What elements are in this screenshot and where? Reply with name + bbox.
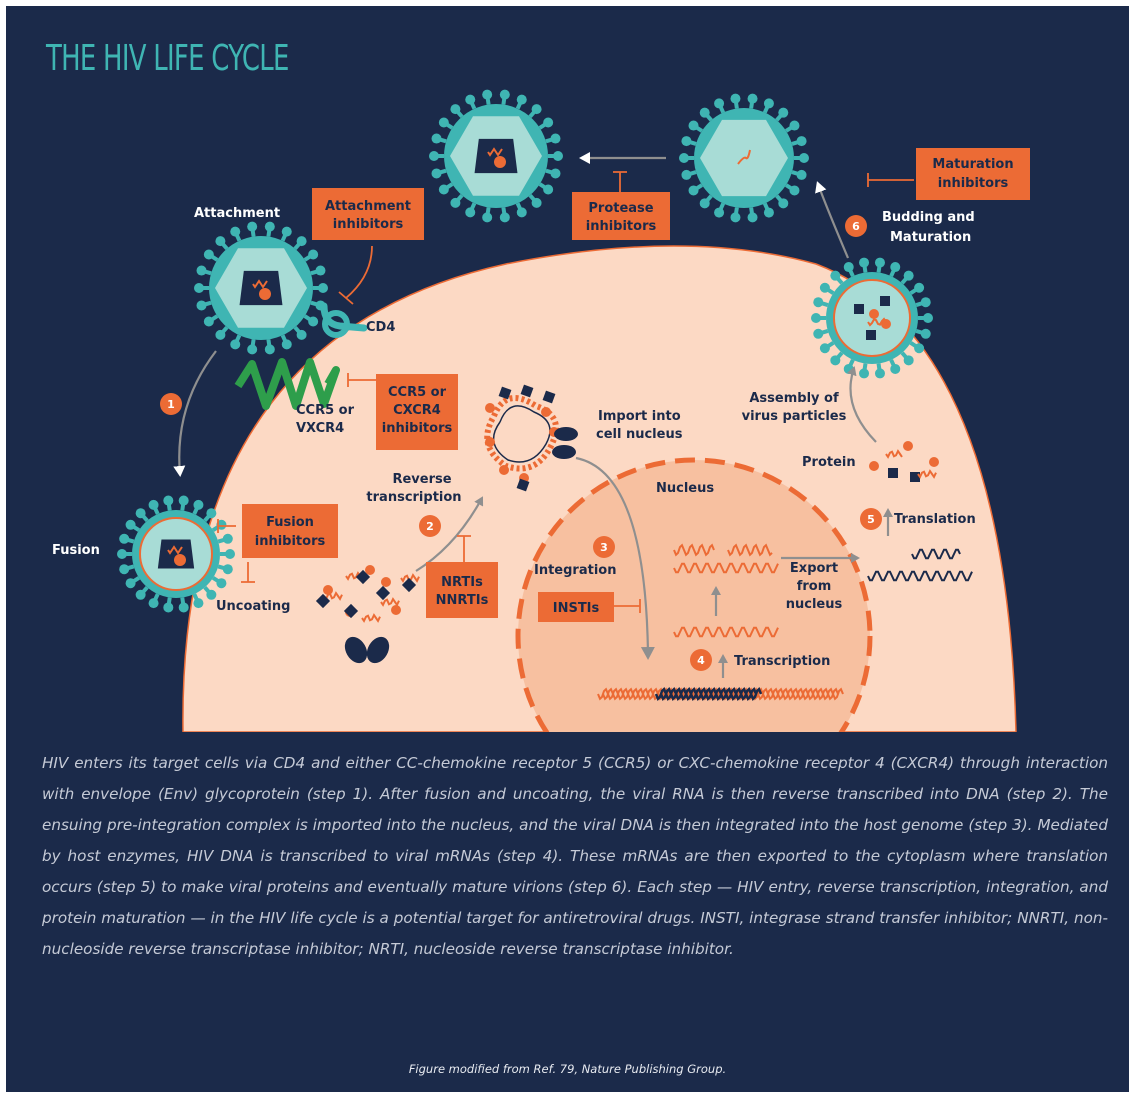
fusion-inhibitors-label-2: inhibitors [255,534,326,549]
protease-inhibitors-label-2: inhibitors [586,219,657,234]
uncoated-capsid-contents [315,565,420,664]
label-fusion: Fusion [52,543,100,558]
rna-strand-icon [673,543,779,638]
label-ccr5-1: CCR5 or [296,403,355,418]
label-budding-1: Budding and [882,210,975,225]
translated-rna-icon [867,548,973,582]
hiv-virion-icon-immature [679,93,809,223]
fusion-inhibitors-label-1: Fusion [266,515,314,530]
step-6-badge [845,215,867,237]
inhibitor-line-ccr5 [347,373,376,387]
figure-caption: HIV enters its target cells via CD4 and … [42,754,1108,958]
ccr5-inhibitors-label-1: CCR5 or [388,385,447,400]
protease-inhibitors-label-1: Protease [588,201,653,216]
inhibitor-line-maturation [867,173,914,187]
label-protein: Protein [802,455,856,470]
step-6-number: 6 [852,220,860,233]
label-integration: Integration [534,563,616,578]
arrow-attach-to-fusion [173,350,217,477]
hiv-virion-icon-attachment [194,221,328,355]
label-uncoating: Uncoating [216,599,290,614]
maturation-inhibitors-box [916,148,1030,200]
inhibitor-line-attachment [338,245,373,305]
label-rt-2: transcription [366,490,461,505]
viral-protein-icon [869,441,939,482]
label-export-2: from [797,579,832,594]
step-4-number: 4 [697,654,705,667]
step-3-badge [593,536,615,558]
step-5-badge [860,508,882,530]
protease-inhibitors-box [572,192,670,240]
insti-box [538,592,614,622]
nrti-inhibitors-box [426,562,498,618]
step-1-badge [160,393,182,415]
attachment-inhibitors-box [312,188,424,240]
label-export-1: Export [790,561,838,576]
label-import-1: Import into [598,409,681,424]
label-assembly-1: Assembly of [749,391,839,406]
hiv-virion-icon-fusion [117,495,235,613]
label-ccr5-2: VXCR4 [296,421,344,436]
dna-helix-icon [597,687,844,701]
label-export-3: nucleus [786,597,843,612]
cd4-receptor-icon [320,302,368,338]
inhibitor-line-protease [613,171,627,192]
step-2-number: 2 [426,520,434,533]
step-3-number: 3 [600,541,608,554]
figure-title: THE HIV LIFE CYCLE [46,38,289,79]
maturation-inhibitors-label-2: inhibitors [938,176,1009,191]
arrow-budding [815,181,850,259]
hiv-virion-icon-budding [811,257,933,379]
label-assembly-2: virus particles [742,409,847,424]
arrow-import [575,456,655,660]
maturation-inhibitors-label-1: Maturation [932,157,1013,172]
inhibitor-line-fusion-b [241,562,255,583]
ccr5-receptor-icon [234,358,340,410]
label-nucleus: Nucleus [656,481,714,496]
step-1-number: 1 [167,398,175,411]
attachment-inhibitors-label-2: inhibitors [333,217,404,232]
insti-label: INSTIs [553,601,600,616]
inhibitor-line-fusion [217,519,236,533]
pre-integration-complex-icon [484,384,578,492]
inhibitor-line-insti [614,599,641,613]
ccr5-inhibitors-label-3: inhibitors [382,421,453,436]
nrti-label: NRTIs [441,575,483,590]
figure-credit: Figure modified from Ref. 79, Nature Pub… [408,1062,727,1076]
hiv-virion-icon-mature [429,89,563,223]
fusion-inhibitors-box [242,504,338,558]
figure-frame: THE HIV LIFE CYCLE [6,6,1129,1092]
nnrti-label: NNRTIs [436,593,489,608]
label-translation: Translation [894,512,976,527]
attachment-inhibitors-label-1: Attachment [325,199,411,214]
step-2-badge [419,515,441,537]
step-4-badge [690,649,712,671]
inhibitor-line-nrti [457,535,471,562]
label-import-2: cell nucleus [596,427,683,442]
arrow-uncoating-to-rt [415,496,484,572]
label-budding-2: Maturation [890,230,971,245]
ccr5-inhibitors-box [376,374,458,450]
ccr5-inhibitors-label-2: CXCR4 [393,403,441,418]
label-attachment: Attachment [194,206,280,221]
cell-nucleus [515,457,873,732]
arrow-assembly [847,366,877,443]
hiv-life-cycle-diagram: Attachment inhibitors CCR5 or CXCR4 inhi… [52,89,1030,732]
step-5-number: 5 [867,513,875,526]
label-rt-1: Reverse [392,472,451,487]
label-transcription: Transcription [734,654,830,669]
label-cd4: CD4 [366,320,395,335]
